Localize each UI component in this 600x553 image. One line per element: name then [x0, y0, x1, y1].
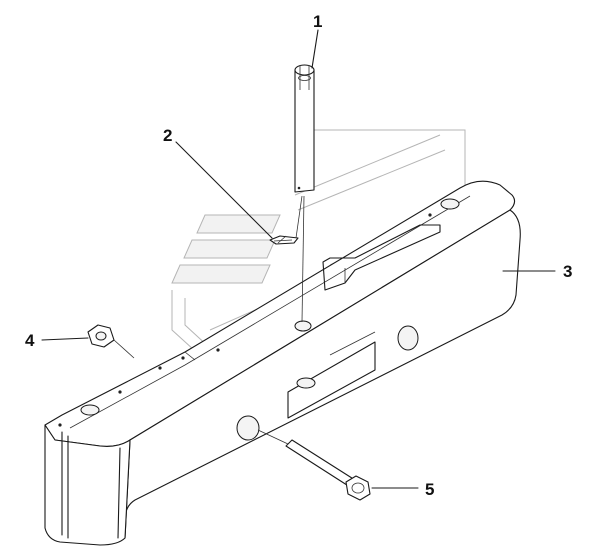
callout-2: 2: [163, 126, 172, 145]
clip: [269, 195, 303, 245]
callout-3: 3: [563, 262, 572, 281]
leader-lines: [41, 29, 556, 489]
nut: [87, 324, 135, 359]
callout-5: 5: [425, 480, 434, 499]
bolt: [257, 429, 371, 501]
callout-4: 4: [25, 331, 35, 350]
pin: [294, 64, 315, 323]
callout-1: 1: [313, 12, 322, 31]
bumper-body: [44, 180, 521, 546]
callouts: 1 2 3 4 5: [25, 12, 572, 499]
